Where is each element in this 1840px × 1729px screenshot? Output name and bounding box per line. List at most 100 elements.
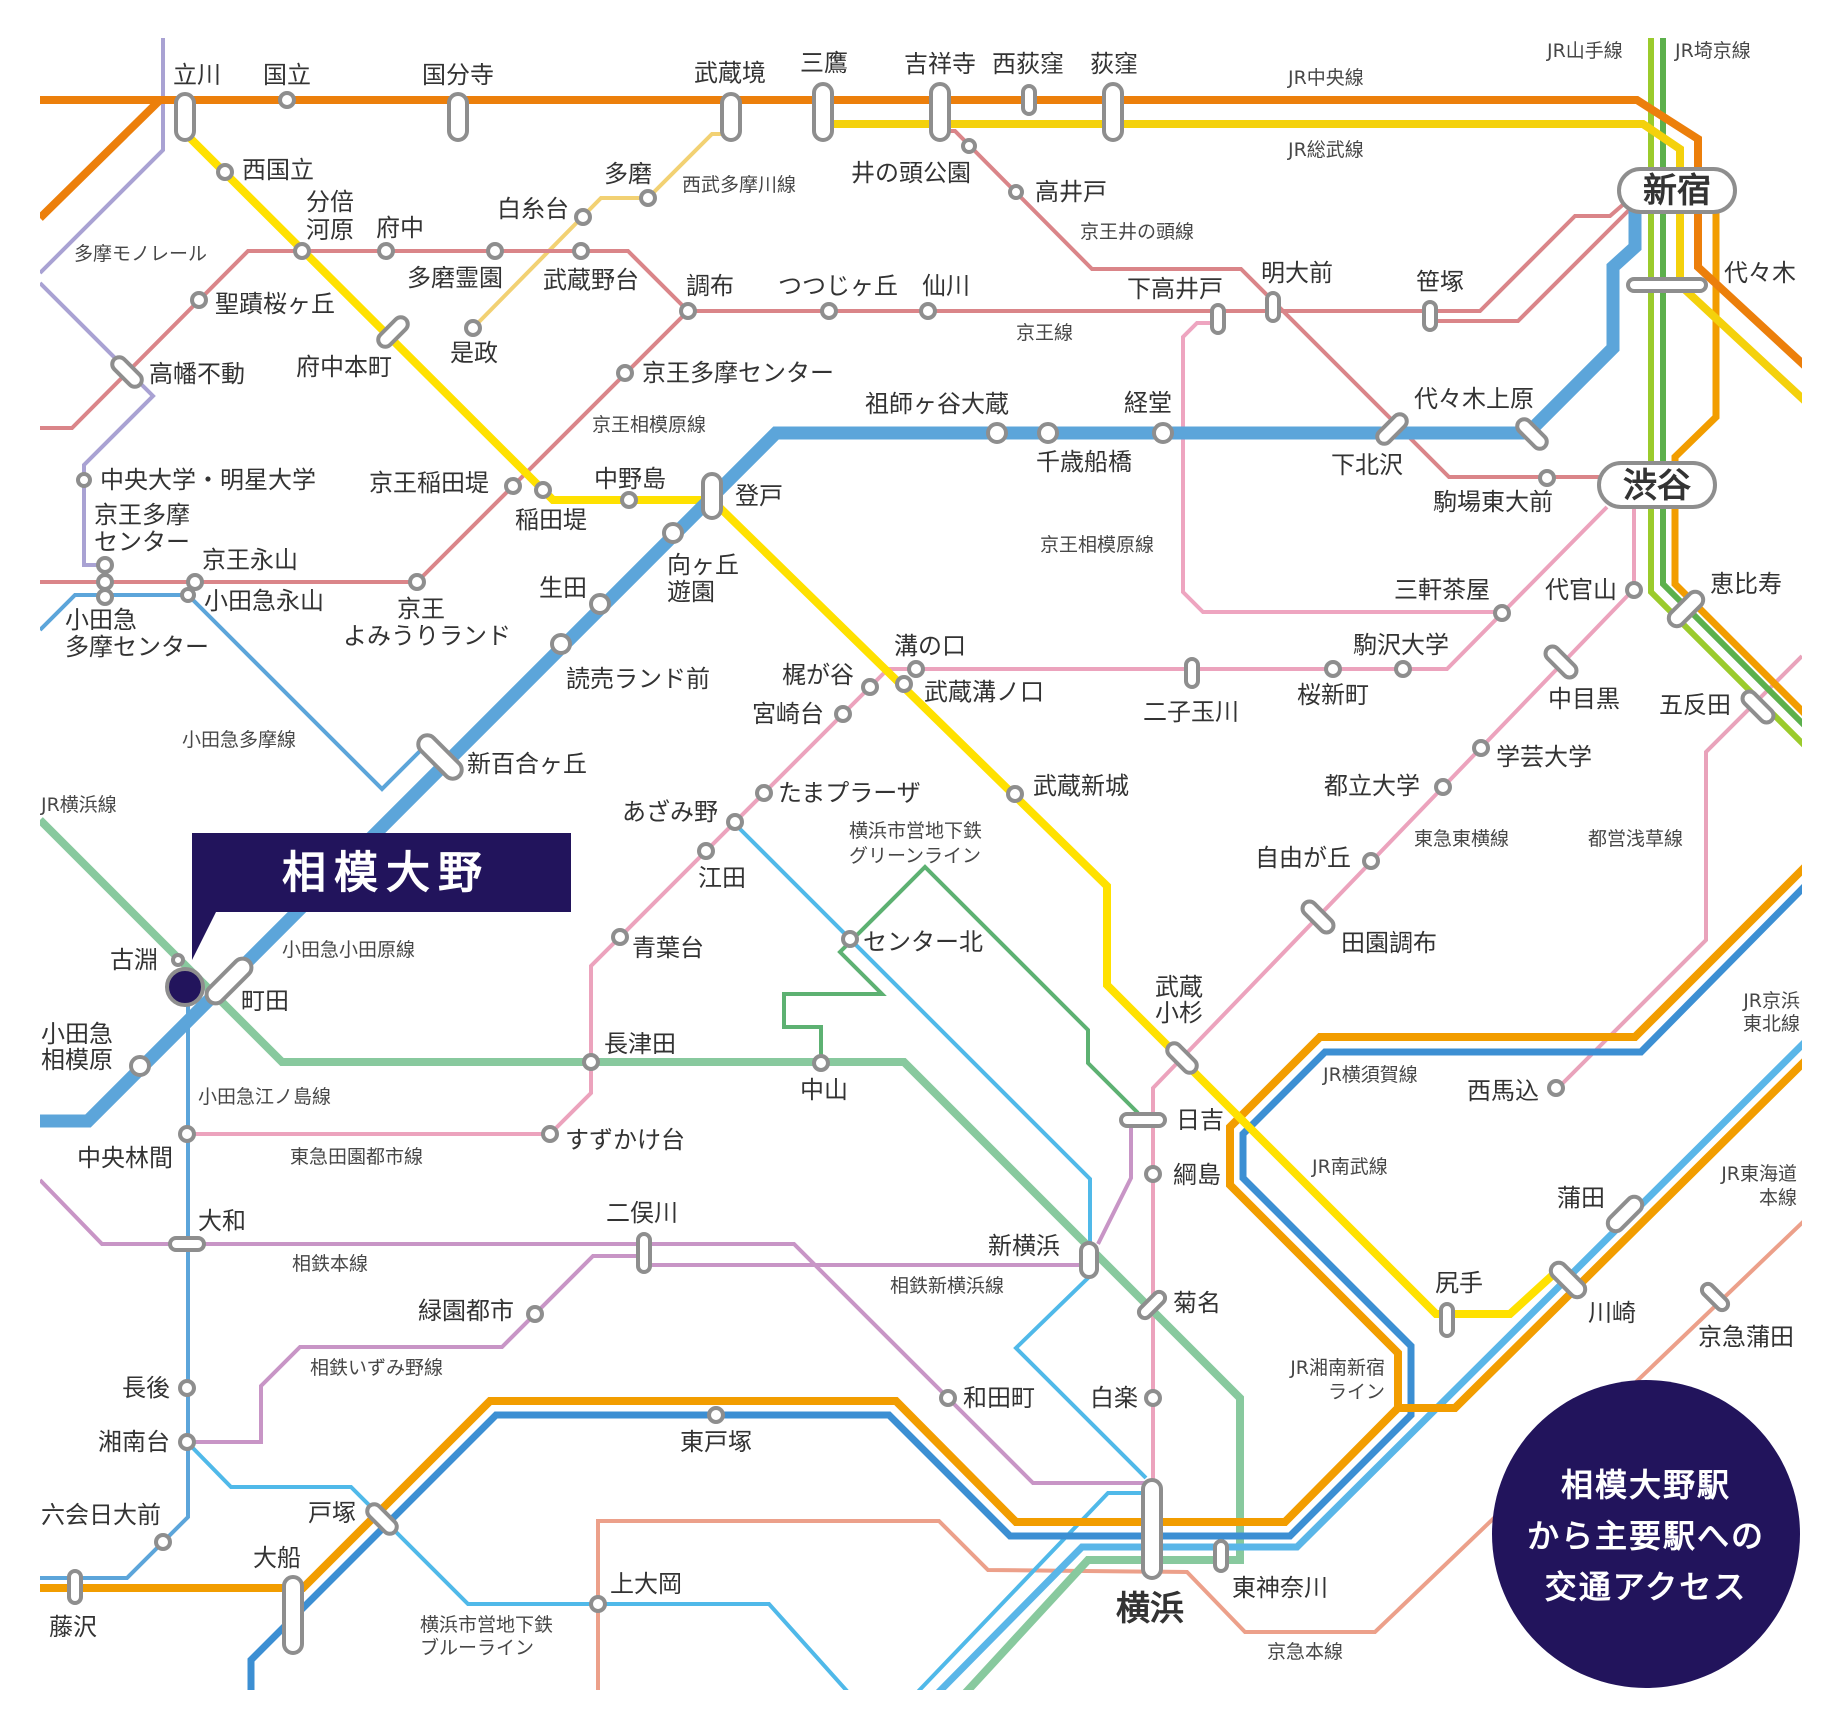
station-marker: [1265, 291, 1281, 323]
station-marker: [986, 422, 1008, 444]
station-komaba-todaimae: 駒場東大前: [1433, 469, 1556, 516]
station-label: 京王多摩: [94, 501, 190, 529]
station-label: 上大岡: [610, 1570, 682, 1598]
station-marker: [186, 573, 204, 591]
station-nakameguro: 中目黒: [1543, 644, 1620, 713]
station-ogikubo: 荻窪: [1090, 50, 1138, 142]
station-marker: [534, 481, 552, 499]
station-soshigaya-okura: 祖師ヶ谷大蔵: [865, 390, 1009, 444]
station-marker: [620, 491, 638, 509]
station-marker: [574, 208, 592, 226]
station-label: 河原: [306, 216, 354, 244]
station-label: 武蔵野台: [543, 266, 639, 294]
callout-title: 相模大野: [282, 848, 490, 899]
station-label: 新横浜: [988, 1232, 1060, 1260]
station-label: 中央林間: [77, 1144, 173, 1172]
station-marker: [1740, 689, 1776, 725]
station-marker: [416, 733, 464, 781]
station-marker: [812, 1054, 830, 1072]
station-label: 笹塚: [1416, 268, 1464, 296]
station-chuo-rinkan: 中央林間: [77, 1125, 196, 1172]
station-marker: [504, 477, 522, 495]
station-nagatsuta: 長津田: [582, 1030, 676, 1071]
station-kikuna: 菊名: [1136, 1289, 1221, 1321]
station-musashinodai: 武蔵野台: [543, 242, 639, 294]
station-label: 遊園: [667, 578, 715, 606]
station-marker: [1434, 778, 1452, 796]
station-marker: [1213, 1539, 1229, 1573]
station-toritsu-daigaku: 都立大学: [1324, 772, 1452, 800]
line-label-jr-saikyo: JR埼京線: [1674, 40, 1751, 62]
station-nishikunitachi: 西国立: [216, 156, 314, 184]
station-label: 是政: [450, 339, 498, 367]
station-label: 読売ランド前: [566, 665, 710, 693]
station-marker: [726, 813, 744, 831]
station-azamino: あざみ野: [622, 798, 744, 831]
station-label: 藤沢: [49, 1613, 97, 1641]
station-marker: [278, 91, 296, 109]
station-seisekisakuragaoka: 聖蹟桜ヶ丘: [190, 290, 335, 318]
line-label-jr-keihin-tohoku: 東北線: [1743, 1013, 1800, 1035]
station-inokashirakoen: 井の頭公園: [851, 138, 977, 187]
station-label: 多磨霊園: [407, 264, 503, 292]
station-label: 千歳船橋: [1036, 448, 1132, 476]
station-kajigaya: 梶が谷: [782, 661, 879, 696]
station-marker: [812, 82, 834, 142]
station-label: 京王: [397, 595, 445, 623]
station-label: センター: [94, 528, 190, 556]
access-badge-line: 交通アクセス: [1545, 1568, 1747, 1606]
station-label: 西荻窪: [992, 50, 1064, 78]
station-marker: [679, 302, 697, 320]
station-label: 多摩センター: [65, 633, 209, 661]
station-marker: [1102, 82, 1124, 142]
station-label: 稲田堤: [515, 506, 587, 534]
station-label: 国立: [263, 61, 311, 89]
station-marker: [464, 319, 482, 337]
station-hiyoshi: 日吉: [1119, 1106, 1224, 1134]
station-shimotakaido: 下高井戸: [1127, 275, 1226, 335]
station-label: 大船: [253, 1544, 301, 1572]
station-jiyugaoka: 自由が丘: [1255, 844, 1380, 872]
line-tama-monorail: [40, 38, 165, 275]
station-label: 町田: [241, 987, 289, 1015]
station-label: 横浜: [1116, 1589, 1184, 1629]
station-sangenjaya: 三軒茶屋: [1394, 576, 1511, 622]
station-label: 都立大学: [1324, 772, 1420, 800]
station-futamatagawa: 二俣川: [606, 1199, 678, 1274]
station-marker: [639, 189, 657, 207]
station-fuchuhommachi: 府中本町: [296, 315, 410, 381]
station-sengawa: 仙川: [919, 272, 970, 320]
station-marker: [1324, 660, 1342, 678]
line-label-sotetsu-shin-yokohama: 相鉄新横浜線: [890, 1275, 1004, 1297]
station-label: 武蔵: [1155, 973, 1203, 1001]
station-label: 京王永山: [202, 546, 298, 574]
station-sakurashimmachi: 桜新町: [1297, 660, 1369, 709]
station-label: 向ヶ丘: [667, 551, 739, 579]
line-label-tokyu-setagaya: 京王相模原線: [1040, 534, 1154, 556]
line-jr-sobu: [823, 120, 1802, 404]
access-badge-line: から主要駅への: [1527, 1517, 1765, 1555]
station-fujisawa: 藤沢: [49, 1569, 97, 1641]
line-keikyu: [596, 1220, 1802, 1690]
station-label: 武蔵新城: [1033, 772, 1129, 800]
station-label: 祖師ヶ谷大蔵: [865, 390, 1009, 418]
station-label: 梶が谷: [782, 661, 854, 689]
station-label: 日吉: [1176, 1106, 1224, 1134]
line-keio-inokashira: [945, 129, 1600, 479]
station-totsuka: 戸塚: [308, 1499, 399, 1536]
station-marker: [662, 522, 684, 544]
station-ofuna: 大船: [253, 1544, 304, 1655]
station-label: 下北沢: [1331, 451, 1403, 479]
line-jr-keihin-tohoku: [935, 1040, 1802, 1690]
station-kunitachi: 国立: [263, 61, 311, 109]
station-takaido: 高井戸: [1008, 178, 1107, 206]
station-label: 青葉台: [632, 934, 704, 962]
station-keikyu-kamata: 京急蒲田: [1698, 1281, 1794, 1351]
station-machida: 町田: [204, 956, 289, 1015]
access-badge: 相模大野駅 から主要駅への 交通アクセス: [1492, 1380, 1800, 1688]
station-label: 駒場東大前: [1433, 488, 1553, 516]
station-label: 長津田: [604, 1030, 676, 1058]
callout-pointer: [192, 908, 218, 960]
station-marker: [1699, 1281, 1731, 1313]
